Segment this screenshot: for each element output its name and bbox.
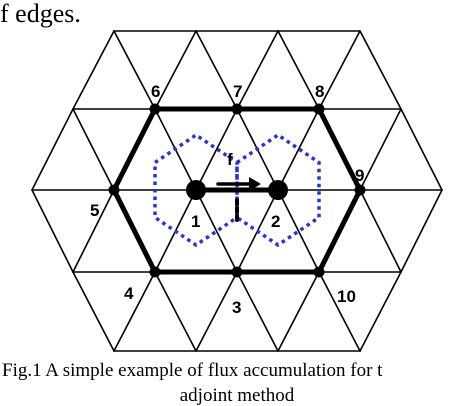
flux-arrow-head (249, 177, 261, 191)
mesh-edge (277, 30, 320, 110)
node-3 (231, 266, 243, 278)
previous-text-fragment: f edges. (0, 0, 81, 28)
edge-1-2 (193, 177, 281, 224)
node-label-4: 4 (124, 284, 134, 303)
node-label-10: 10 (337, 287, 356, 306)
mesh-edge (400, 108, 443, 191)
mesh-edge (359, 30, 402, 110)
node-label-7: 7 (233, 82, 242, 101)
node-7 (231, 103, 243, 115)
mesh-edge (195, 108, 238, 191)
mesh-edge (72, 189, 115, 273)
node-5 (108, 184, 120, 196)
mesh-edge (277, 271, 320, 352)
node-label-9: 9 (355, 166, 364, 185)
mesh-edge (359, 271, 402, 352)
figure-caption-line-2: adjoint method (179, 385, 295, 406)
mesh-edge (195, 30, 238, 110)
node-2 (268, 180, 288, 200)
mesh-edge (236, 271, 279, 352)
node-9 (354, 184, 366, 196)
node-label-1: 1 (191, 212, 200, 231)
node-label-8: 8 (315, 82, 324, 101)
mesh-edge (31, 108, 74, 191)
node-8 (313, 103, 325, 115)
mesh-edge (400, 189, 443, 273)
mesh-edge (72, 108, 115, 191)
triangle-mesh (31, 30, 443, 352)
mesh-edge (113, 30, 156, 110)
flux-label: f (227, 150, 233, 169)
node-6 (149, 103, 161, 115)
mesh-edge (72, 30, 115, 110)
mesh-edge (277, 189, 320, 273)
node-label-6: 6 (151, 82, 160, 101)
mesh-edge (154, 30, 197, 110)
mesh-edge (195, 271, 238, 352)
mesh-edge (113, 271, 156, 352)
mesh-edge (72, 271, 115, 352)
mesh-edge (318, 30, 361, 110)
triangular-mesh-diagram: 6 7 8 9 5 1 2 4 3 10 f (31, 30, 443, 352)
mesh-edge (195, 189, 238, 273)
node-10 (313, 266, 325, 278)
node-4 (149, 266, 161, 278)
node-label-3: 3 (232, 298, 241, 317)
mesh-edge (359, 189, 402, 273)
mesh-edge (31, 189, 74, 273)
node-label-5: 5 (90, 201, 99, 220)
mesh-nodes (108, 103, 366, 278)
figure-caption-line-1: Fig.1 A simple example of flux accumulat… (2, 360, 383, 381)
node-label-2: 2 (271, 212, 280, 231)
node-1 (186, 180, 206, 200)
mesh-edge (277, 108, 320, 191)
node-labels: 6 7 8 9 5 1 2 4 3 10 f (90, 82, 364, 317)
mesh-edge (154, 271, 197, 352)
mesh-edge (318, 271, 361, 352)
mesh-edge (359, 108, 402, 191)
mesh-edge (236, 30, 279, 110)
